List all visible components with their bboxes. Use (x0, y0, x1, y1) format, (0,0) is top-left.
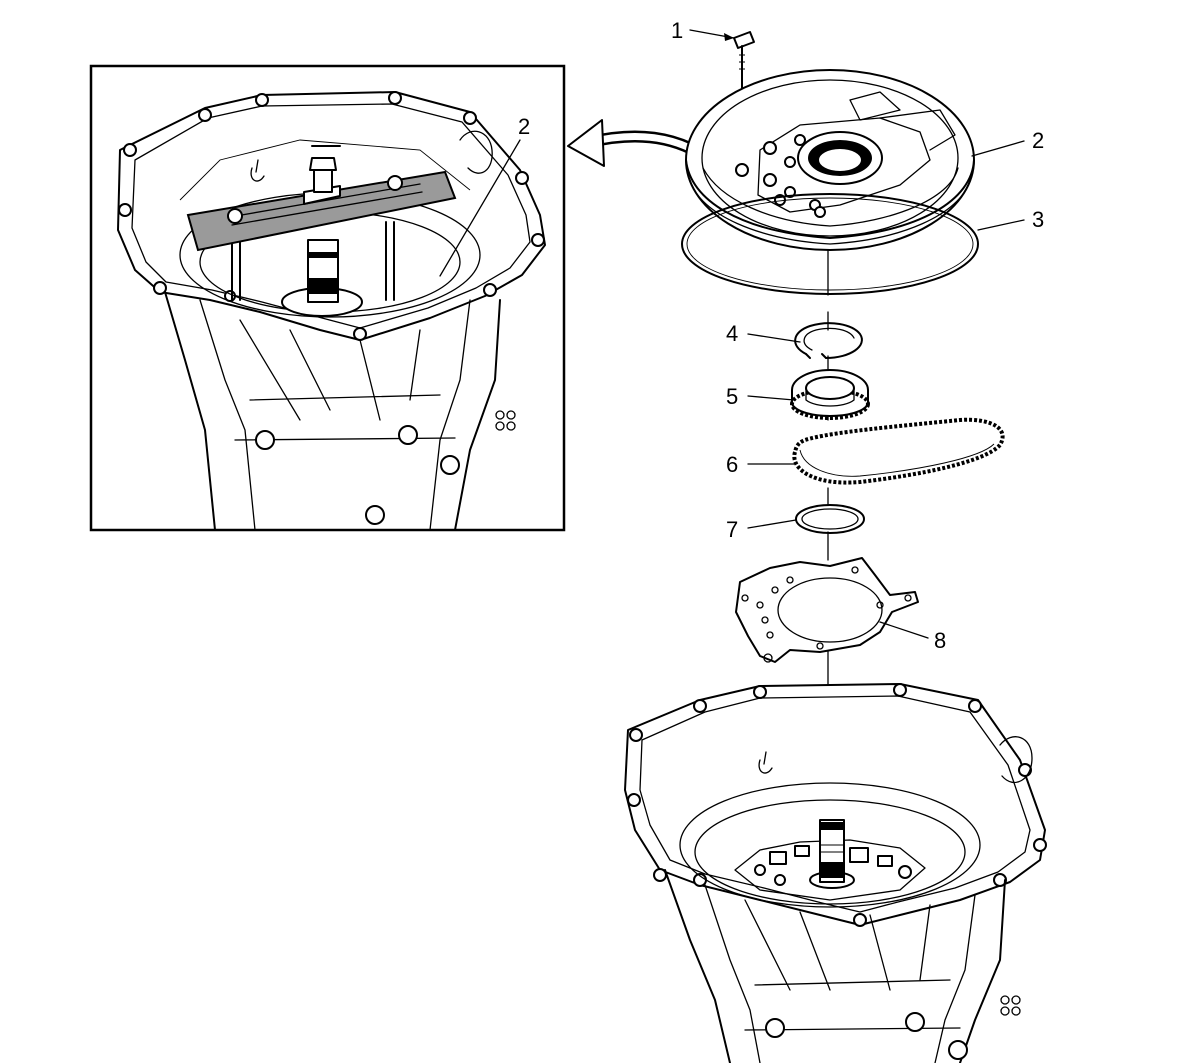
inset-transmission-case (117, 91, 546, 529)
callout-4: 4 (726, 321, 801, 346)
svg-text:1: 1 (671, 18, 683, 43)
gasket (735, 557, 919, 663)
callout-5: 5 (726, 384, 795, 409)
lower-snap-ring (795, 504, 865, 534)
snap-ring (794, 322, 863, 359)
callout-1: 1 (671, 18, 735, 43)
transmission-case (624, 683, 1047, 1063)
inset-flange-bolt-holes (118, 91, 545, 341)
drive-chain (792, 417, 1005, 485)
case-internal-components (754, 845, 912, 886)
cover-bolt-bosses (735, 134, 826, 218)
callout-2: 2 (971, 128, 1044, 157)
svg-text:3: 3 (1032, 207, 1044, 232)
svg-text:8: 8 (934, 628, 946, 653)
svg-text:4: 4 (726, 321, 738, 346)
svg-text:2: 2 (518, 114, 530, 139)
svg-text:5: 5 (726, 384, 738, 409)
cover-housing (685, 69, 975, 251)
case-flange-bolt-holes (627, 683, 1047, 927)
callout-6: 6 (726, 452, 795, 477)
callout-3: 3 (977, 207, 1044, 232)
sprocket (790, 369, 870, 420)
inset-special-tool (186, 145, 457, 252)
callout-8: 8 (879, 621, 946, 653)
housing-seal-ring (681, 193, 979, 295)
inset-callout-2: 2 (439, 114, 530, 277)
inset-boss-cluster (495, 410, 516, 431)
inset-detail-view (89, 64, 566, 532)
svg-text:2: 2 (1032, 128, 1044, 153)
svg-text:7: 7 (726, 517, 738, 542)
callout-7: 7 (726, 517, 797, 542)
svg-text:6: 6 (726, 452, 738, 477)
case-boss-cluster (1000, 995, 1021, 1016)
gasket-bolt-holes (741, 566, 912, 663)
